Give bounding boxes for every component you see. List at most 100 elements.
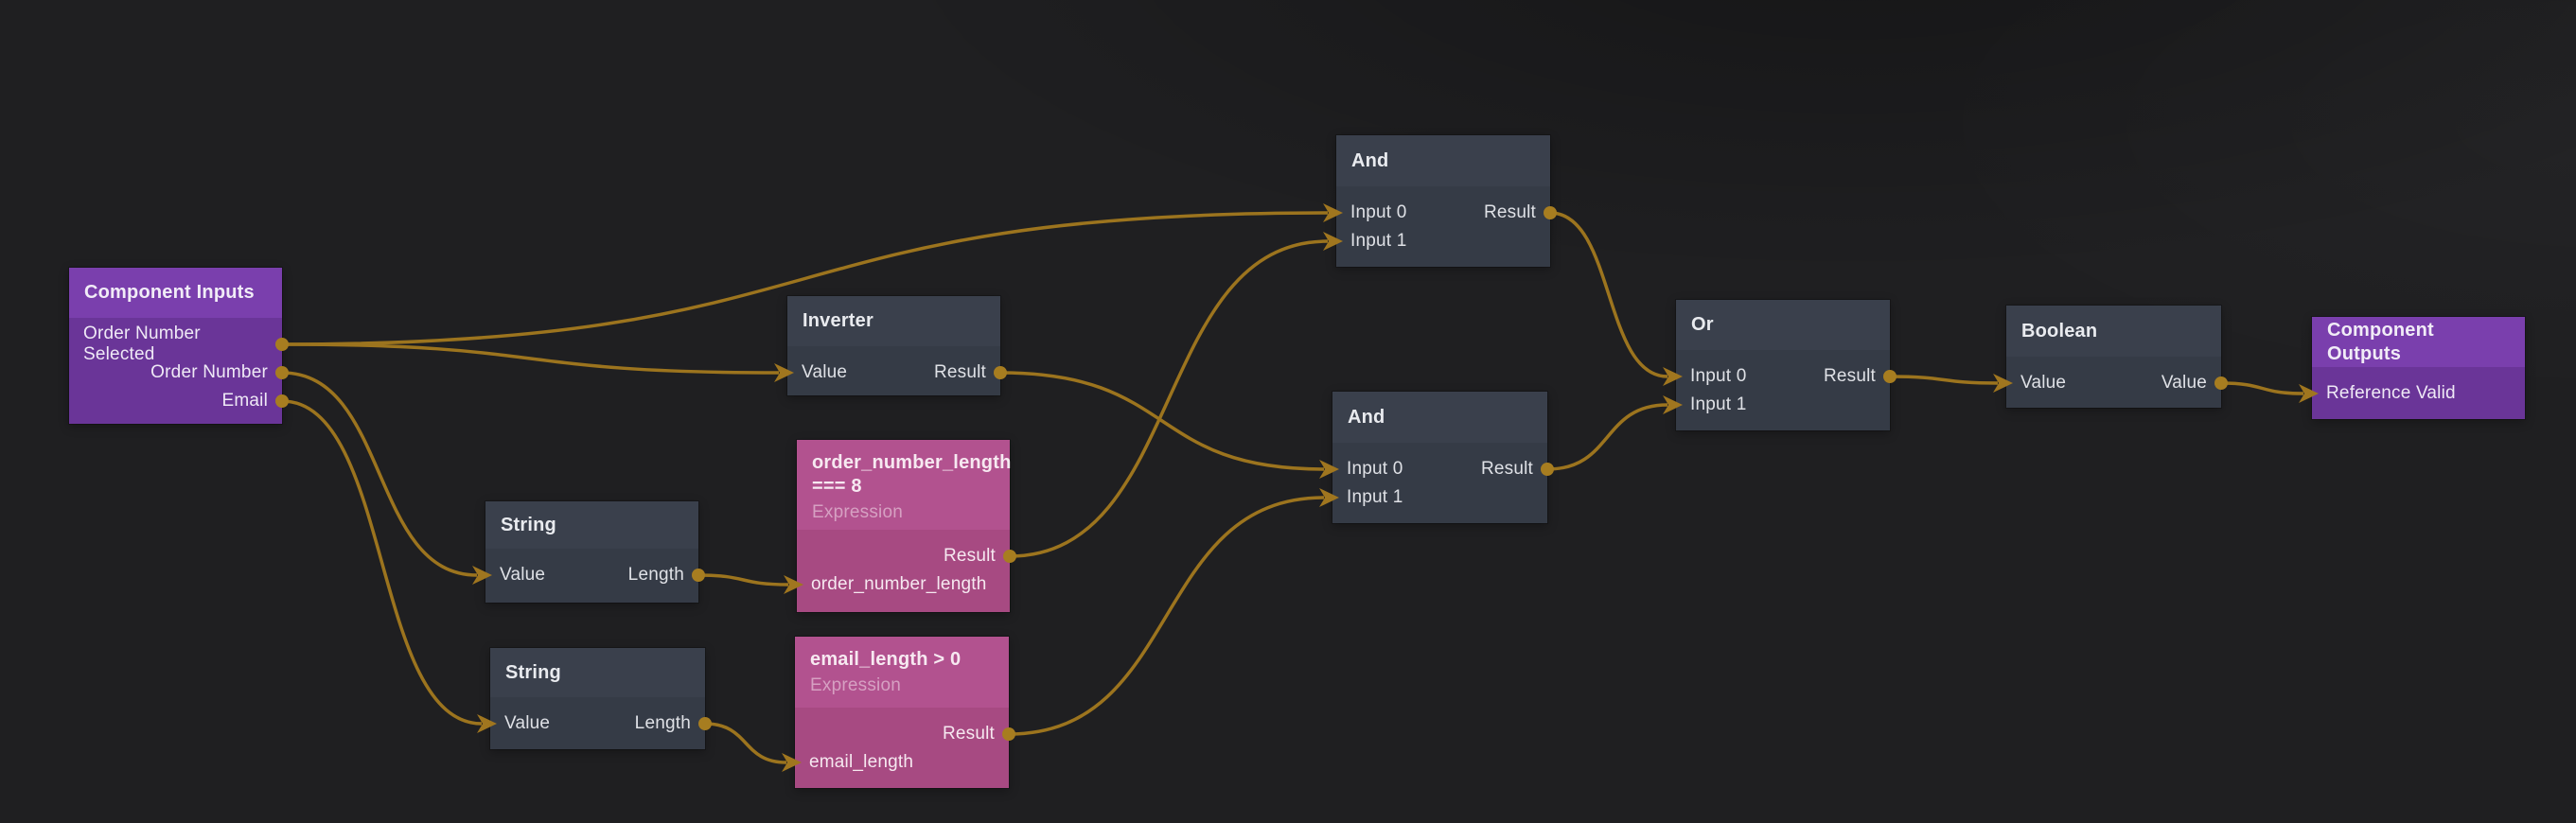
node-title: String bbox=[505, 661, 561, 683]
node-title: Component Inputs bbox=[84, 282, 255, 303]
input-label: Input 1 bbox=[1347, 487, 1403, 507]
port-row: Input 1 bbox=[1336, 227, 1550, 255]
node-subtitle: Expression bbox=[810, 675, 901, 695]
port-row: Value Result bbox=[787, 359, 1000, 387]
output-label: Length bbox=[627, 565, 684, 585]
wire[interactable] bbox=[281, 399, 483, 726]
node-header[interactable]: String bbox=[490, 648, 705, 697]
port-row: Email bbox=[69, 387, 282, 415]
port-row: Value Value bbox=[2006, 369, 2221, 397]
input-label: email_length bbox=[809, 752, 914, 772]
wire[interactable] bbox=[1549, 211, 1668, 378]
input-label: Input 1 bbox=[1690, 394, 1747, 414]
input-label: Input 0 bbox=[1350, 202, 1407, 222]
wire[interactable] bbox=[2220, 381, 2304, 395]
input-label: Value bbox=[500, 565, 546, 585]
node-title: String bbox=[501, 514, 556, 535]
node-title: And bbox=[1351, 149, 1389, 171]
node-body: Reference Valid bbox=[2312, 367, 2525, 408]
port-row: Order Number Selected bbox=[69, 324, 282, 364]
port-row: order_number_length bbox=[797, 570, 1010, 599]
port-row: Input 0 Result bbox=[1332, 455, 1547, 483]
output-label: Result bbox=[943, 546, 996, 566]
wire[interactable] bbox=[704, 722, 787, 764]
port-row: Value Length bbox=[485, 561, 698, 589]
output-label: Length bbox=[634, 713, 691, 733]
input-label: Input 0 bbox=[1347, 459, 1403, 479]
node-header[interactable]: Or bbox=[1676, 300, 1890, 350]
port-row: Reference Valid bbox=[2312, 379, 2525, 408]
port-row: Input 0 Result bbox=[1336, 199, 1550, 227]
wire[interactable] bbox=[697, 573, 789, 587]
node-title: email_length > 0 bbox=[810, 649, 962, 670]
node-header[interactable]: email_length > 0 Expression bbox=[795, 637, 1009, 708]
node-header[interactable]: Boolean bbox=[2006, 306, 2221, 357]
node-title: Or bbox=[1691, 314, 1714, 335]
node-body: Value Value bbox=[2006, 357, 2221, 397]
input-label: Reference Valid bbox=[2326, 383, 2456, 403]
node-title: Boolean bbox=[2021, 320, 2098, 341]
output-label: Order Number Selected bbox=[83, 324, 201, 364]
wire[interactable] bbox=[1546, 403, 1668, 471]
node-title: And bbox=[1348, 406, 1385, 428]
wire[interactable] bbox=[281, 371, 478, 577]
input-label: order_number_length bbox=[811, 574, 987, 594]
node-body: Result order_number_length bbox=[797, 530, 1010, 599]
output-label: Result bbox=[1480, 459, 1533, 479]
node-header[interactable]: Inverter bbox=[787, 296, 1000, 346]
node-header[interactable]: String bbox=[485, 501, 698, 549]
node-body: Value Result bbox=[787, 346, 1000, 387]
wire[interactable] bbox=[1008, 496, 1325, 736]
port-row: Order Number bbox=[69, 359, 282, 387]
port-row: Input 0 Result bbox=[1676, 362, 1890, 391]
wire[interactable] bbox=[999, 371, 1325, 471]
port-row: Value Length bbox=[490, 709, 705, 738]
output-label: Order Number bbox=[150, 362, 268, 382]
input-label: Value bbox=[504, 713, 551, 733]
output-label: Result bbox=[933, 362, 986, 382]
node-title: Inverter bbox=[803, 310, 873, 331]
input-label: Input 0 bbox=[1690, 366, 1747, 386]
wire[interactable] bbox=[1889, 375, 1999, 385]
input-label: Value bbox=[2020, 373, 2067, 393]
output-label: Result bbox=[942, 724, 995, 744]
output-label: Result bbox=[1483, 202, 1536, 222]
node-title: order_number_length === 8 bbox=[812, 452, 1012, 497]
output-label: Value bbox=[2161, 373, 2207, 393]
port-row: email_length bbox=[795, 748, 1009, 777]
output-label: Email bbox=[221, 391, 268, 411]
wire[interactable] bbox=[281, 342, 780, 375]
wire[interactable] bbox=[1009, 239, 1329, 558]
node-body: Result email_length bbox=[795, 708, 1009, 777]
node-title: Component Outputs bbox=[2327, 319, 2434, 364]
node-body: Value Length bbox=[490, 697, 705, 738]
node-subtitle: Expression bbox=[812, 502, 903, 522]
node-header[interactable]: And bbox=[1336, 135, 1550, 186]
node-header[interactable]: And bbox=[1332, 392, 1547, 443]
node-header[interactable]: Component Inputs bbox=[69, 268, 282, 318]
input-label: Input 1 bbox=[1350, 231, 1407, 251]
port-row: Input 1 bbox=[1676, 391, 1890, 419]
output-label: Result bbox=[1823, 366, 1876, 386]
node-header[interactable]: order_number_length === 8 Expression bbox=[797, 440, 1012, 530]
port-row: Result bbox=[795, 720, 1009, 748]
node-body: Value Length bbox=[485, 549, 698, 589]
node-header[interactable]: Component Outputs bbox=[2312, 317, 2525, 367]
input-label: Value bbox=[802, 362, 848, 382]
